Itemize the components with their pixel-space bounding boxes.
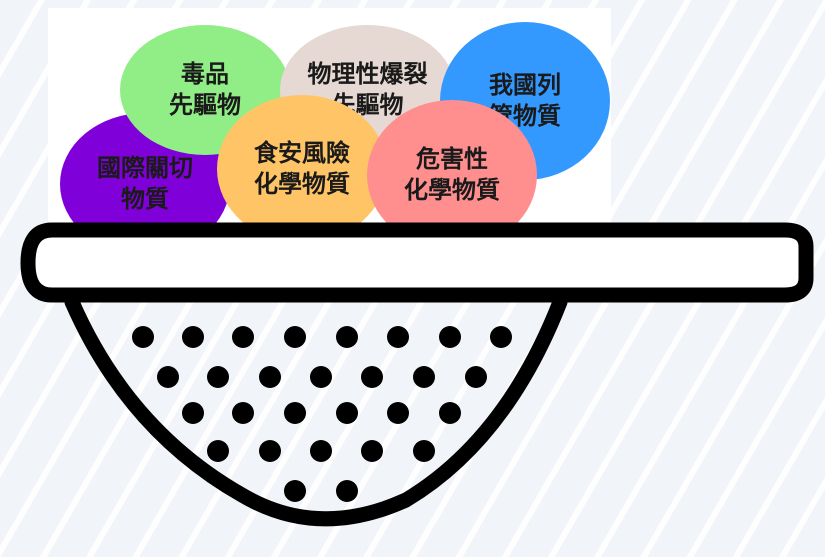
strainer-hole bbox=[207, 366, 229, 388]
strainer-hole bbox=[182, 402, 204, 424]
strainer-hole bbox=[232, 326, 254, 348]
bubble-label-line: 化學物質 bbox=[254, 170, 350, 198]
strainer-hole bbox=[259, 366, 281, 388]
strainer-hole bbox=[284, 326, 306, 348]
bubble-label-line: 我國列 bbox=[489, 71, 561, 100]
strainer-bowl bbox=[64, 294, 568, 527]
bubble-label-line: 毒品 bbox=[181, 60, 229, 89]
strainer-hole bbox=[182, 326, 204, 348]
strainer-hole bbox=[413, 440, 435, 462]
strainer-hole bbox=[387, 326, 409, 348]
bubble-label-line: 物質 bbox=[121, 185, 169, 213]
strainer-hole bbox=[336, 480, 358, 502]
strainer-hole bbox=[336, 326, 358, 348]
bubble-label-line: 先驅物 bbox=[169, 91, 241, 119]
bubble-label-line: 物理性爆裂 bbox=[307, 60, 428, 89]
bubble-label-line: 化學物質 bbox=[404, 176, 500, 204]
strainer-hole bbox=[361, 440, 383, 462]
strainer-hole bbox=[310, 440, 332, 462]
strainer-hole bbox=[439, 402, 461, 424]
strainer-hole bbox=[387, 402, 409, 424]
strainer-hole bbox=[361, 366, 383, 388]
strainer-hole bbox=[336, 402, 358, 424]
strainer-hole bbox=[259, 440, 281, 462]
strainer-hole bbox=[132, 326, 154, 348]
strainer-hole bbox=[465, 366, 487, 388]
strainer-hole bbox=[413, 366, 435, 388]
bubble-food-safety-chemicals: 食安風險 化學物質 bbox=[217, 95, 387, 243]
strainer-hole bbox=[232, 402, 254, 424]
strainer-hole bbox=[439, 326, 461, 348]
strainer-hole bbox=[490, 326, 512, 348]
bubble-label-line: 危害性 bbox=[416, 145, 488, 174]
strainer-hole bbox=[207, 440, 229, 462]
bubble-label-line: 食安風險 bbox=[254, 139, 350, 168]
strainer-hole bbox=[157, 366, 179, 388]
strainer-rim bbox=[20, 222, 814, 303]
strainer-hole bbox=[310, 366, 332, 388]
strainer-holes bbox=[132, 326, 512, 502]
strainer-hole bbox=[284, 480, 306, 502]
bubble-label-line: 國際關切 bbox=[97, 154, 193, 183]
strainer-hole bbox=[284, 402, 306, 424]
